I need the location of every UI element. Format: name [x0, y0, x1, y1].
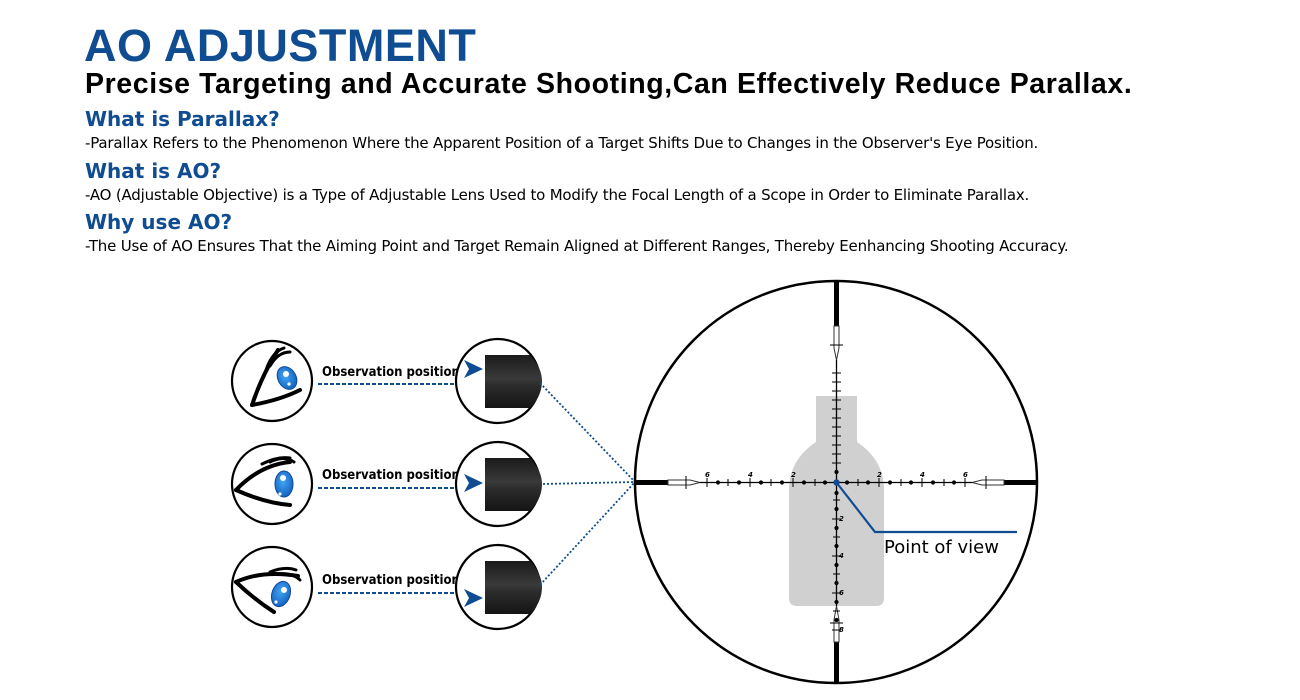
reticle-post-right: [1004, 480, 1037, 485]
question-parallax: What is Parallax?: [85, 107, 280, 131]
reticle-post-left: [636, 480, 668, 485]
horizontal-hash-marks: [706, 478, 966, 487]
scope-eyepiece-icon: [485, 458, 542, 511]
question-ao: What is AO?: [85, 159, 222, 183]
eye-circle: [230, 339, 314, 423]
svg-text:6: 6: [705, 471, 710, 479]
reticle-post-bottom: [834, 642, 839, 684]
eye-circle: [230, 545, 314, 629]
reticle-cross-marks: [685, 344, 987, 624]
observation-row-1: Observation position: [230, 337, 542, 425]
answer-parallax: -Parallax Refers to the Phenomenon Where…: [85, 134, 1039, 152]
scope-eyepiece-icon: [485, 355, 542, 408]
reticle-labels: 6 4 2 2 4 6 2 4 6 8: [705, 471, 968, 634]
svg-text:2: 2: [791, 471, 796, 479]
svg-text:6: 6: [839, 589, 844, 597]
page-title: AO ADJUSTMENT: [84, 20, 477, 71]
callout-line: [835, 481, 1017, 534]
eye-circle: [230, 442, 314, 526]
reticle-arrows: [667, 325, 1005, 643]
arrow-icon: [464, 474, 483, 492]
eye-looking-straight-icon: [234, 456, 296, 507]
answer-ao: -AO (Adjustable Objective) is a Type of …: [85, 186, 1030, 204]
reticle-post-top: [834, 282, 839, 326]
arrow-icon: [464, 589, 483, 607]
eye-looking-up-icon: [250, 346, 302, 407]
svg-text:4: 4: [920, 471, 925, 479]
svg-text:8: 8: [839, 626, 844, 634]
observation-label: Observation position: [322, 365, 460, 380]
svg-text:4: 4: [839, 552, 844, 560]
svg-text:2: 2: [839, 515, 844, 523]
point-of-view-label: Point of view: [884, 537, 999, 558]
arrow-icon: [464, 360, 483, 378]
observation-row-2: Observation position: [230, 440, 542, 528]
svg-text:2: 2: [877, 471, 882, 479]
svg-text:6: 6: [963, 471, 968, 479]
observation-label: Observation position: [322, 468, 460, 483]
question-why-ao: Why use AO?: [85, 210, 233, 234]
svg-text:4: 4: [748, 471, 753, 479]
observation-label: Observation position: [322, 573, 460, 588]
convergence-lines: [539, 382, 636, 586]
vertical-hash-marks: [832, 372, 841, 631]
scope-eyepiece-icon: [485, 561, 542, 614]
answer-why-ao: -The Use of AO Ensures That the Aiming P…: [85, 237, 1069, 255]
page-subtitle: Precise Targeting and Accurate Shooting,…: [85, 68, 1133, 100]
eye-looking-down-icon: [234, 566, 302, 614]
observation-row-3: Observation position: [230, 543, 542, 631]
scope-view: 6 4 2 2 4 6 2 4 6 8 Point of view: [633, 279, 1039, 685]
